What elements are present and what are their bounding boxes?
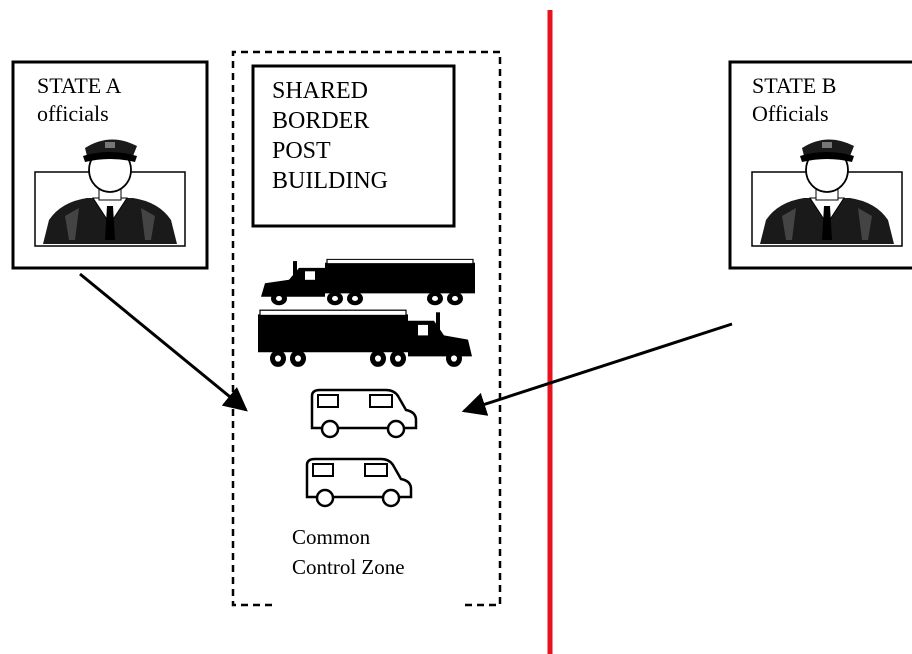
border-post-label: SHARED BORDER POST BUILDING <box>272 78 388 194</box>
van-icon <box>310 388 418 439</box>
state-a-arrow <box>79 272 248 412</box>
truck-icon <box>257 309 473 368</box>
control-zone-label: Common Control Zone <box>292 525 405 579</box>
van-icon <box>305 457 413 508</box>
state-a-label: STATE A officials <box>37 73 122 126</box>
state-b-arrow <box>461 322 733 416</box>
border-post-building <box>251 64 456 228</box>
control-zone-boundary <box>231 50 502 607</box>
truck-icon <box>260 258 476 306</box>
state-b-label: STATE B Officials <box>752 73 837 126</box>
